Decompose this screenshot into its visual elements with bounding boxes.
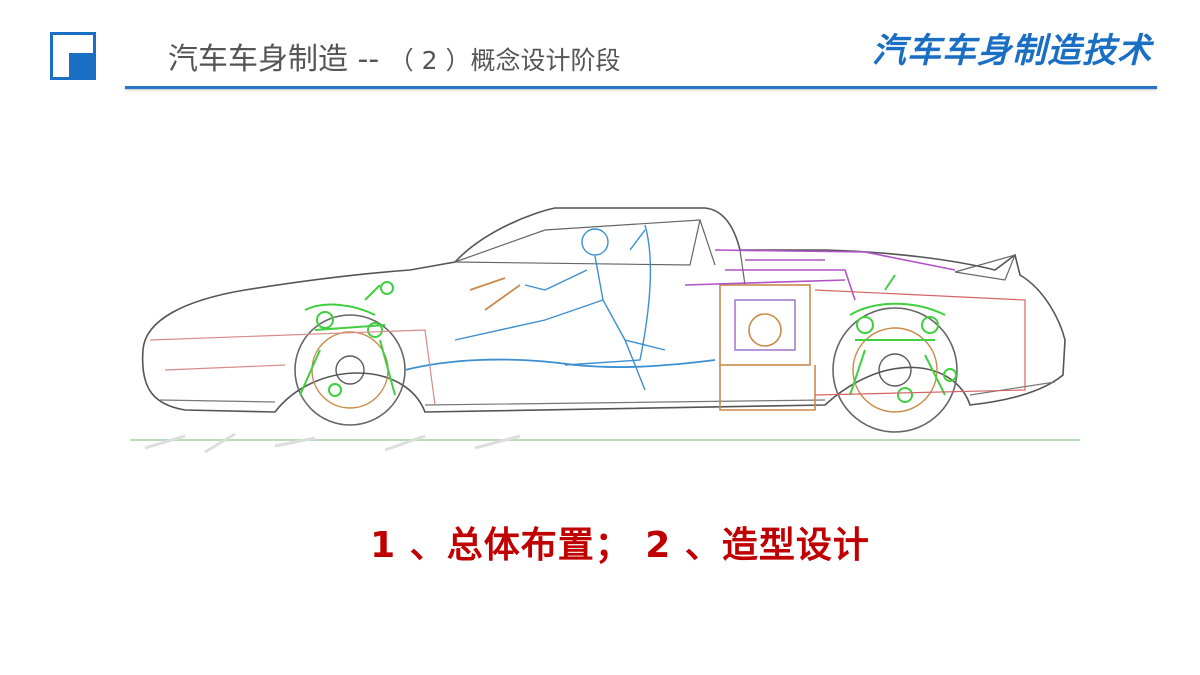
front-hub: [335, 355, 365, 385]
rear-suspension: [849, 274, 957, 403]
driver-figure: [454, 224, 666, 391]
car-layout-figure: [130, 207, 1080, 454]
car-roll-hoop: [699, 219, 746, 286]
rear-subframe: [814, 289, 1026, 396]
rear-wheel: [832, 307, 958, 433]
steering-column: [469, 277, 521, 311]
page-title-main: 汽车车身制造 --: [168, 42, 380, 77]
car-spoiler: [954, 254, 1017, 281]
logo-square-fill: [69, 53, 96, 80]
ground-smudge: [144, 432, 521, 454]
engine-harness: [684, 249, 956, 286]
engine-block: [719, 259, 856, 411]
page-title-sub: （ 2 ）概念设计阶段: [388, 46, 621, 75]
rear-wheel-inner: [852, 327, 938, 413]
front-wheel-inner: [311, 331, 389, 409]
car-sill-line: [159, 381, 1056, 406]
car-windshield: [454, 219, 701, 266]
front-suspension: [299, 281, 396, 397]
header-divider: [125, 86, 1157, 89]
floor-harness: [404, 358, 716, 371]
logo-square-icon: [50, 32, 96, 80]
page-title: 汽车车身制造 -- （ 2 ）概念设计阶段: [168, 40, 621, 80]
rear-hub: [878, 353, 912, 387]
brand-title: 汽车车身制造技术: [872, 31, 1152, 71]
front-subframe: [149, 329, 436, 406]
caption-text: 1 、总体布置； 2 、造型设计: [370, 525, 870, 566]
car-body-outline: [141, 207, 1066, 413]
